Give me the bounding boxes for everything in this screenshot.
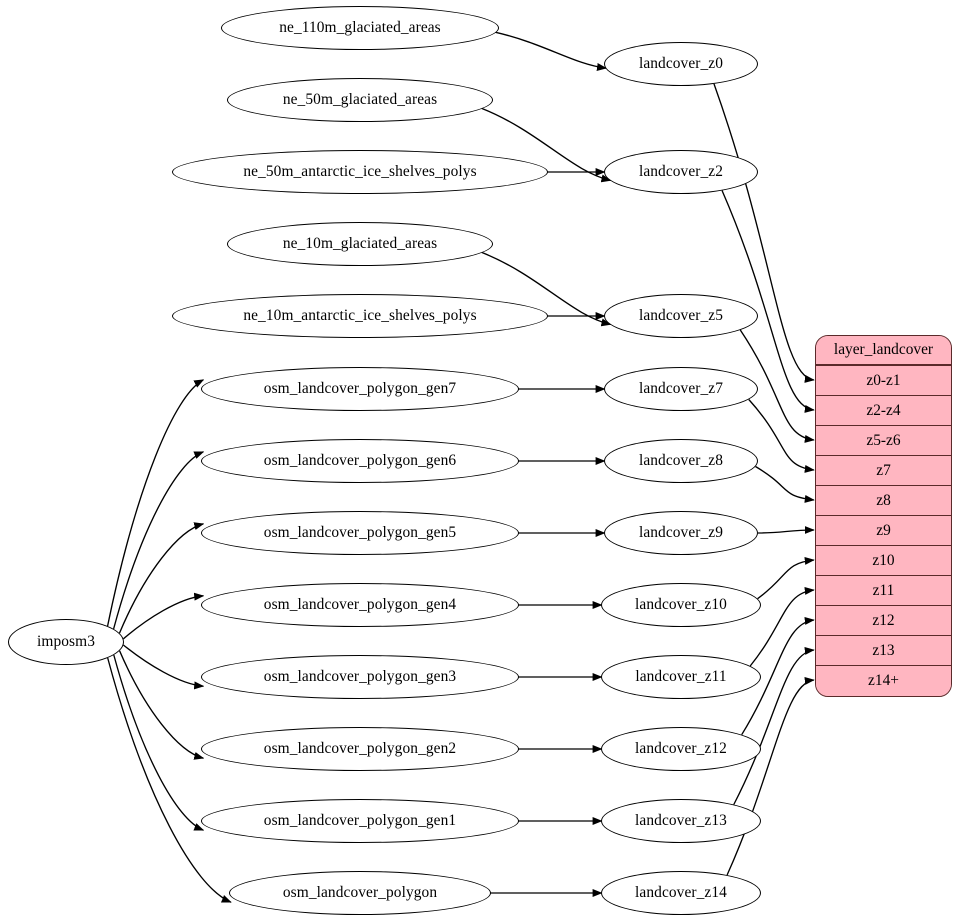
node-ne-10m-glaciated-areas[interactable]: ne_10m_glaciated_areas: [227, 222, 493, 266]
node-label: landcover_z11: [635, 668, 727, 686]
table-row[interactable]: z12: [816, 606, 951, 636]
node-ne-10m-antarctic-ice-shelves-polys[interactable]: ne_10m_antarctic_ice_shelves_polys: [172, 294, 548, 338]
node-label: osm_landcover_polygon_gen1: [263, 812, 457, 830]
node-label: ne_50m_glaciated_areas: [282, 91, 438, 109]
node-landcover-z11[interactable]: landcover_z11: [601, 655, 761, 699]
node-label: osm_landcover_polygon_gen3: [263, 668, 457, 686]
node-osm-landcover-polygon-gen6[interactable]: osm_landcover_polygon_gen6: [201, 439, 519, 483]
node-landcover-z13[interactable]: landcover_z13: [601, 799, 761, 843]
node-osm-landcover-polygon-gen4[interactable]: osm_landcover_polygon_gen4: [201, 583, 519, 627]
node-osm-landcover-polygon-gen7[interactable]: osm_landcover_polygon_gen7: [201, 367, 519, 411]
node-label: osm_landcover_polygon_gen4: [263, 596, 457, 614]
node-label: landcover_z10: [635, 596, 727, 614]
table-row[interactable]: z11: [816, 576, 951, 606]
table-row[interactable]: z0-z1: [816, 366, 951, 396]
node-landcover-z5[interactable]: landcover_z5: [604, 294, 758, 338]
node-label: landcover_z0: [638, 55, 724, 73]
node-landcover-z7[interactable]: landcover_z7: [604, 367, 758, 411]
node-osm-landcover-polygon-gen5[interactable]: osm_landcover_polygon_gen5: [201, 511, 519, 555]
node-landcover-z0[interactable]: landcover_z0: [604, 42, 758, 86]
node-label: landcover_z8: [638, 452, 724, 470]
node-landcover-z12[interactable]: landcover_z12: [601, 727, 761, 771]
node-imposm3[interactable]: imposm3: [8, 619, 124, 665]
node-label: osm_landcover_polygon: [282, 884, 438, 902]
node-label: ne_110m_glaciated_areas: [279, 19, 441, 37]
node-label: ne_10m_antarctic_ice_shelves_polys: [243, 307, 477, 325]
node-label: landcover_z9: [638, 524, 724, 542]
node-landcover-z9[interactable]: landcover_z9: [604, 511, 758, 555]
node-label: landcover_z14: [635, 884, 727, 902]
node-landcover-z10[interactable]: landcover_z10: [601, 583, 761, 627]
table-row[interactable]: z14+: [816, 666, 951, 696]
node-label: landcover_z12: [635, 740, 727, 758]
node-osm-landcover-polygon-gen2[interactable]: osm_landcover_polygon_gen2: [201, 727, 519, 771]
node-landcover-z8[interactable]: landcover_z8: [604, 439, 758, 483]
node-label: ne_10m_glaciated_areas: [282, 235, 438, 253]
node-label: landcover_z7: [638, 380, 724, 398]
node-label: osm_landcover_polygon_gen5: [263, 524, 457, 542]
node-label: landcover_z5: [638, 307, 724, 325]
node-label: osm_landcover_polygon_gen7: [263, 380, 457, 398]
table-row[interactable]: z2-z4: [816, 396, 951, 426]
node-label: landcover_z2: [638, 163, 724, 181]
node-osm-landcover-polygon[interactable]: osm_landcover_polygon: [229, 871, 491, 915]
table-row[interactable]: z8: [816, 486, 951, 516]
table-row[interactable]: z10: [816, 546, 951, 576]
node-label: osm_landcover_polygon_gen2: [263, 740, 457, 758]
node-ne-110m-glaciated-areas[interactable]: ne_110m_glaciated_areas: [221, 6, 499, 50]
table-header: layer_landcover: [816, 336, 951, 366]
node-landcover-z14[interactable]: landcover_z14: [601, 871, 761, 915]
node-label: ne_50m_antarctic_ice_shelves_polys: [243, 163, 477, 181]
node-ne-50m-glaciated-areas[interactable]: ne_50m_glaciated_areas: [227, 78, 493, 122]
node-label: osm_landcover_polygon_gen6: [263, 452, 457, 470]
table-row[interactable]: z13: [816, 636, 951, 666]
table-row[interactable]: z5-z6: [816, 426, 951, 456]
table-row[interactable]: z7: [816, 456, 951, 486]
node-osm-landcover-polygon-gen3[interactable]: osm_landcover_polygon_gen3: [201, 655, 519, 699]
table-row[interactable]: z9: [816, 516, 951, 546]
node-label: imposm3: [37, 633, 95, 651]
node-landcover-z2[interactable]: landcover_z2: [604, 150, 758, 194]
node-ne-50m-antarctic-ice-shelves-polys[interactable]: ne_50m_antarctic_ice_shelves_polys: [172, 150, 548, 194]
node-label: landcover_z13: [635, 812, 727, 830]
node-osm-landcover-polygon-gen1[interactable]: osm_landcover_polygon_gen1: [201, 799, 519, 843]
